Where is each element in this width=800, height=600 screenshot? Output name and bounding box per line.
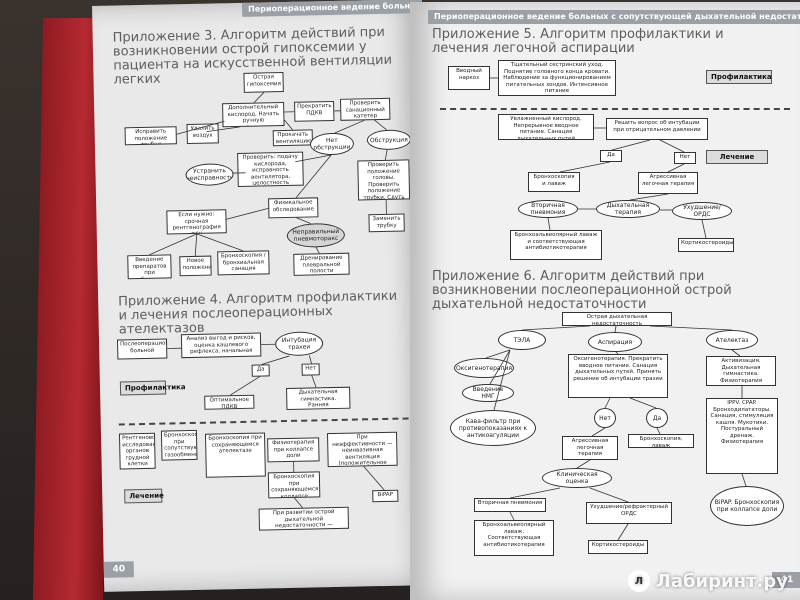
node-activation: Активизация. Дыхательная гимнастика. Физ… <box>706 356 776 386</box>
node-bronchoscopy-1: Бронхоскопия / бронхиальная санация <box>217 250 270 276</box>
page-number-right: 41 <box>772 572 800 588</box>
left-header: Периоперационное ведение больных <box>241 0 435 17</box>
node-acute-hypoxemia: Острая гипоксемия <box>243 72 284 93</box>
divider-dashed-1 <box>118 417 419 426</box>
node-humidified-oxygen: Увлажненный кислород. Непрерывное вводно… <box>498 114 594 140</box>
node-acute-failure: Острая дыхательная недостаточность <box>562 312 672 326</box>
node-obstruction: Обструкция <box>366 129 412 151</box>
node-intubation: Интубация трахеи <box>274 331 324 357</box>
node-yes-2: Да <box>600 150 622 162</box>
node-bronch-lavage: Бронхоскопия и лаваж <box>528 172 580 192</box>
watermark: Л Лабиринт.ру <box>627 570 788 592</box>
node-worsening-ards-2: Ухудшение/рефрактерный ОРДС <box>586 502 672 524</box>
node-aggressive-therapy-1: Агрессивная легочная терапия <box>638 172 698 194</box>
node-aspiration: Аспирация <box>588 332 642 352</box>
node-drainage: Дренирование плевральной полости <box>293 252 350 276</box>
page-number-left: 40 <box>103 561 134 578</box>
node-pneumothorax: Неправильный пневмоторакс <box>286 222 346 248</box>
app6-title: Приложение 6. Алгоритм действий при возн… <box>432 269 732 312</box>
node-optimal-peep: Оптимальное ПДКВ <box>204 394 255 410</box>
node-bipap-left: BiPAP <box>372 489 399 503</box>
node-intubation-decision: Решить вопрос об интубации при отрицател… <box>606 118 708 140</box>
node-risk-analysis: Анализ выгод и рисков, оценка кашлевого … <box>180 332 262 359</box>
node-bronch-atelectasis: Бронхоскопия при сохраняющемся ателектаз… <box>204 432 266 478</box>
node-yes-3: Да <box>646 408 668 428</box>
treatment-tag-2: Лечение <box>706 150 768 164</box>
node-secondary-pneumonia-1: Вторичная пневмония <box>518 200 578 218</box>
node-pe: ТЭЛА <box>498 330 546 350</box>
node-replace-tube: Заменить трубку <box>368 213 405 233</box>
node-check-catheter: Проверить санационный катетер <box>339 97 391 121</box>
node-clinical-assessment: Клиническая оценка <box>542 468 612 488</box>
node-no-2: Нет <box>674 152 696 164</box>
node-stop-peep: Прекратить ПДКВ <box>294 100 335 122</box>
node-check-head: Проверить положение головы. Проверить по… <box>357 159 411 201</box>
node-no-obstruction: Нет обструкции <box>309 132 355 156</box>
node-nursing-care: Тщательный сестринский уход. Поднятие го… <box>498 60 616 96</box>
prophylaxis-tag-1: Профилактика <box>119 380 186 396</box>
node-corticosteroids-2: Кортикостероиды <box>588 540 648 554</box>
node-physical-exam: Физикальное обследование <box>268 197 319 219</box>
node-fix-malfunction: Устранить неисправность <box>185 163 234 187</box>
right-header: Периоперационное ведение больных с сопут… <box>428 10 800 24</box>
node-induction: Вводный наркоз <box>448 66 490 90</box>
watermark-text: Лабиринт.ру <box>655 570 788 592</box>
node-remove-air: Удалить воздух <box>186 123 219 145</box>
node-lmwh: Введение НМГ <box>462 384 514 402</box>
node-resp-therapy: Дыхательная терапия <box>596 200 660 218</box>
divider-dashed-2 <box>440 108 790 110</box>
node-breathing-exercises: Дыхательная гимнастика. Ранняя активизац… <box>286 386 351 411</box>
prophylaxis-tag-2: Профилактика <box>706 70 772 84</box>
node-no-1: Нет <box>301 363 320 376</box>
node-xray: Если нужно: срочная рентгенография ОГК <box>166 209 227 235</box>
node-postop-patient: Послеоперационный больной <box>116 338 168 360</box>
node-aspiration-actions: Оксигенотерапия. Прекратить вводное пита… <box>568 354 668 398</box>
node-acute-resp-failure: При развитии острой дыхательной недостат… <box>258 506 350 531</box>
node-bal-antibiotics-2: Бронхоальвеолярный лаваж. Соответствующа… <box>474 520 554 556</box>
node-bipap-right: BiPAP. Бронхоскопия при коллапсе доли <box>710 486 784 526</box>
node-bronch-lavage-2: Бронхоскопия, лаваж <box>628 434 694 448</box>
node-worsening-ards-1: Ухудшение/ОРДС <box>672 202 732 220</box>
node-ippv-cpap: IPPV. CPAP. Бронходилататоры. Санация, с… <box>706 398 778 474</box>
node-check-supply: Проверить: подачу кислорода, исправность… <box>237 151 304 187</box>
watermark-logo-icon: Л <box>627 570 650 592</box>
right-page: Периоперационное ведение больных с сопут… <box>410 2 800 600</box>
node-bronch-collapse: Бронхоскопия при сохраняющемся коллапсе <box>267 471 321 499</box>
node-bronch-gas: Бронхоскопия при сопутствующем газообмен… <box>160 429 198 461</box>
node-no-3: Нет <box>594 408 616 428</box>
node-drugs: Введение препаратов при необходимости <box>127 254 172 280</box>
node-secondary-pneumonia-2: Вторичная пневмония <box>474 498 546 512</box>
node-physio-collapse: Физиотерапия при коллапсе доли <box>267 437 320 463</box>
node-bal-antibiotics-1: Бронхоальвеолярный лаваж и соответствующ… <box>510 230 602 260</box>
node-xray-chest: Рентгеновское исследование органов грудн… <box>118 432 156 470</box>
node-noninvasive: При неэффективности — неинвазивная венти… <box>326 431 398 468</box>
node-new-position: Новое положение <box>179 255 212 277</box>
node-oxygen-therapy: Оксигенотерапия <box>454 358 514 378</box>
node-atelectasis: Ателектаз <box>706 330 758 350</box>
node-yes-1: Да <box>251 364 270 377</box>
node-pump-ventilation: Прокачать вентиляцию <box>272 129 313 147</box>
node-fix-tube: Исправить положение трубки <box>124 126 177 146</box>
node-aggressive-therapy-2: Агрессивная легочная терапия <box>562 436 618 460</box>
app5-title: Приложение 5. Алгоритм профилактики и ле… <box>432 27 724 56</box>
app4-title: Приложение 4. Алгоритм профилактики и ле… <box>118 288 398 338</box>
node-extra-oxygen: Дополнительный кислород. Начать ручную в… <box>222 101 285 128</box>
node-corticosteroids-1: Кортикостероиды <box>678 238 734 252</box>
treatment-tag-1: Лечение <box>124 488 164 504</box>
left-page: Периоперационное ведение больных Приложе… <box>92 0 435 592</box>
node-cava-filter: Кава-фильтр при противопоказаниях к анти… <box>450 410 536 446</box>
